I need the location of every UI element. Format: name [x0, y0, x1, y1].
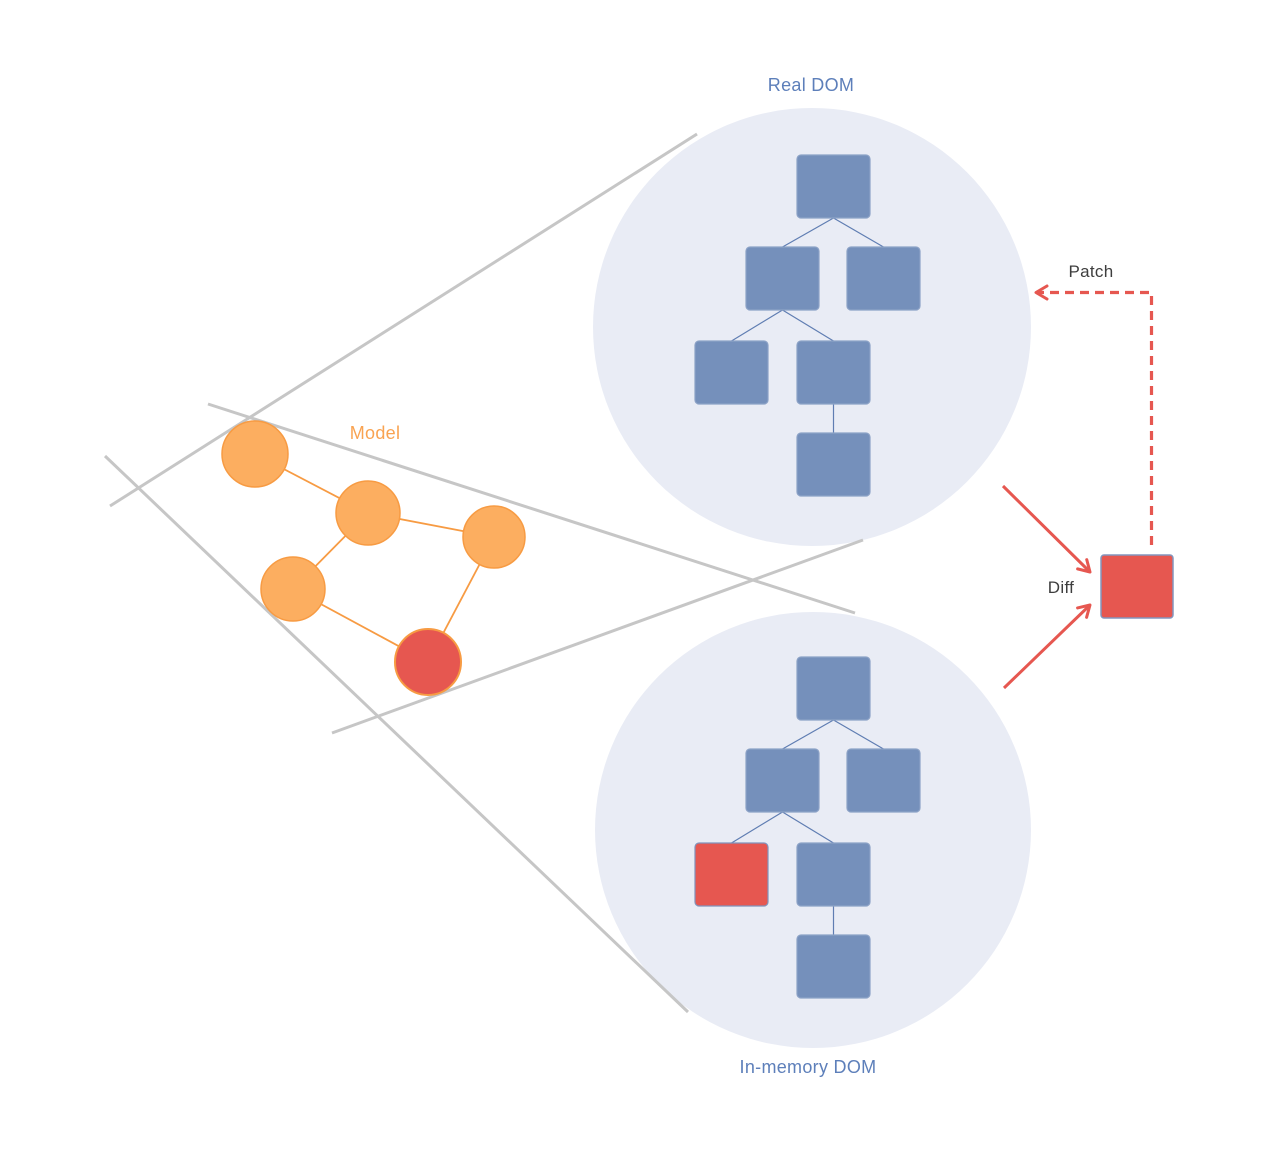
in-memory-dom-tree-node [796, 934, 871, 999]
diff-arrow-from-real-dom [1001, 484, 1092, 574]
diff-label: Diff [1047, 578, 1075, 597]
model-graph [221, 420, 526, 696]
lens-line [109, 132, 698, 508]
real-dom-tree-node [694, 340, 769, 405]
real-dom-tree-node [796, 154, 871, 219]
model-node [462, 505, 526, 569]
in-memory-dom-tree-node [796, 656, 871, 721]
model-node [335, 480, 401, 546]
lens-line [331, 538, 864, 735]
in-memory-dom-tree-edge [782, 811, 834, 844]
diff-arrow-from-in-memory-dom [1002, 603, 1092, 690]
patch-label: Patch [1068, 262, 1114, 281]
lens-line [207, 402, 856, 615]
patch-arrow [1034, 284, 1154, 545]
diff-node [1100, 554, 1174, 619]
in-memory-dom-tree-node [745, 748, 820, 813]
lens-line [103, 454, 690, 1014]
real-dom-tree-node [745, 246, 820, 311]
real-dom-tree-edge [782, 309, 834, 342]
in-memory-dom-label: In-memory DOM [739, 1057, 877, 1077]
model-changed-node [394, 628, 462, 696]
real-dom-tree-node [846, 246, 921, 311]
in-memory-dom-tree-edge [782, 719, 834, 750]
diff-patch-arrows [1001, 284, 1154, 690]
in-memory-dom-tree-changed-node [694, 842, 769, 907]
real-dom-tree-node [796, 340, 871, 405]
real-dom-circle [593, 108, 1031, 546]
in-memory-dom-tree-edge [833, 719, 884, 750]
model-node [221, 420, 289, 488]
real-dom-tree-edge [731, 309, 783, 342]
real-dom-tree-edge [833, 217, 884, 248]
model-node [260, 556, 326, 622]
real-dom-tree-edge [782, 217, 834, 248]
in-memory-dom-tree-node [846, 748, 921, 813]
model-label: Model [349, 423, 401, 443]
real-dom-tree [694, 154, 921, 497]
in-memory-dom-tree [694, 656, 921, 999]
in-memory-dom-tree-edge [731, 811, 783, 844]
diff-node-group [1100, 554, 1174, 619]
real-dom-tree-node [796, 432, 871, 497]
real-dom-label: Real DOM [767, 75, 855, 95]
lens-lines [103, 132, 864, 1014]
in-memory-dom-tree-node [796, 842, 871, 907]
